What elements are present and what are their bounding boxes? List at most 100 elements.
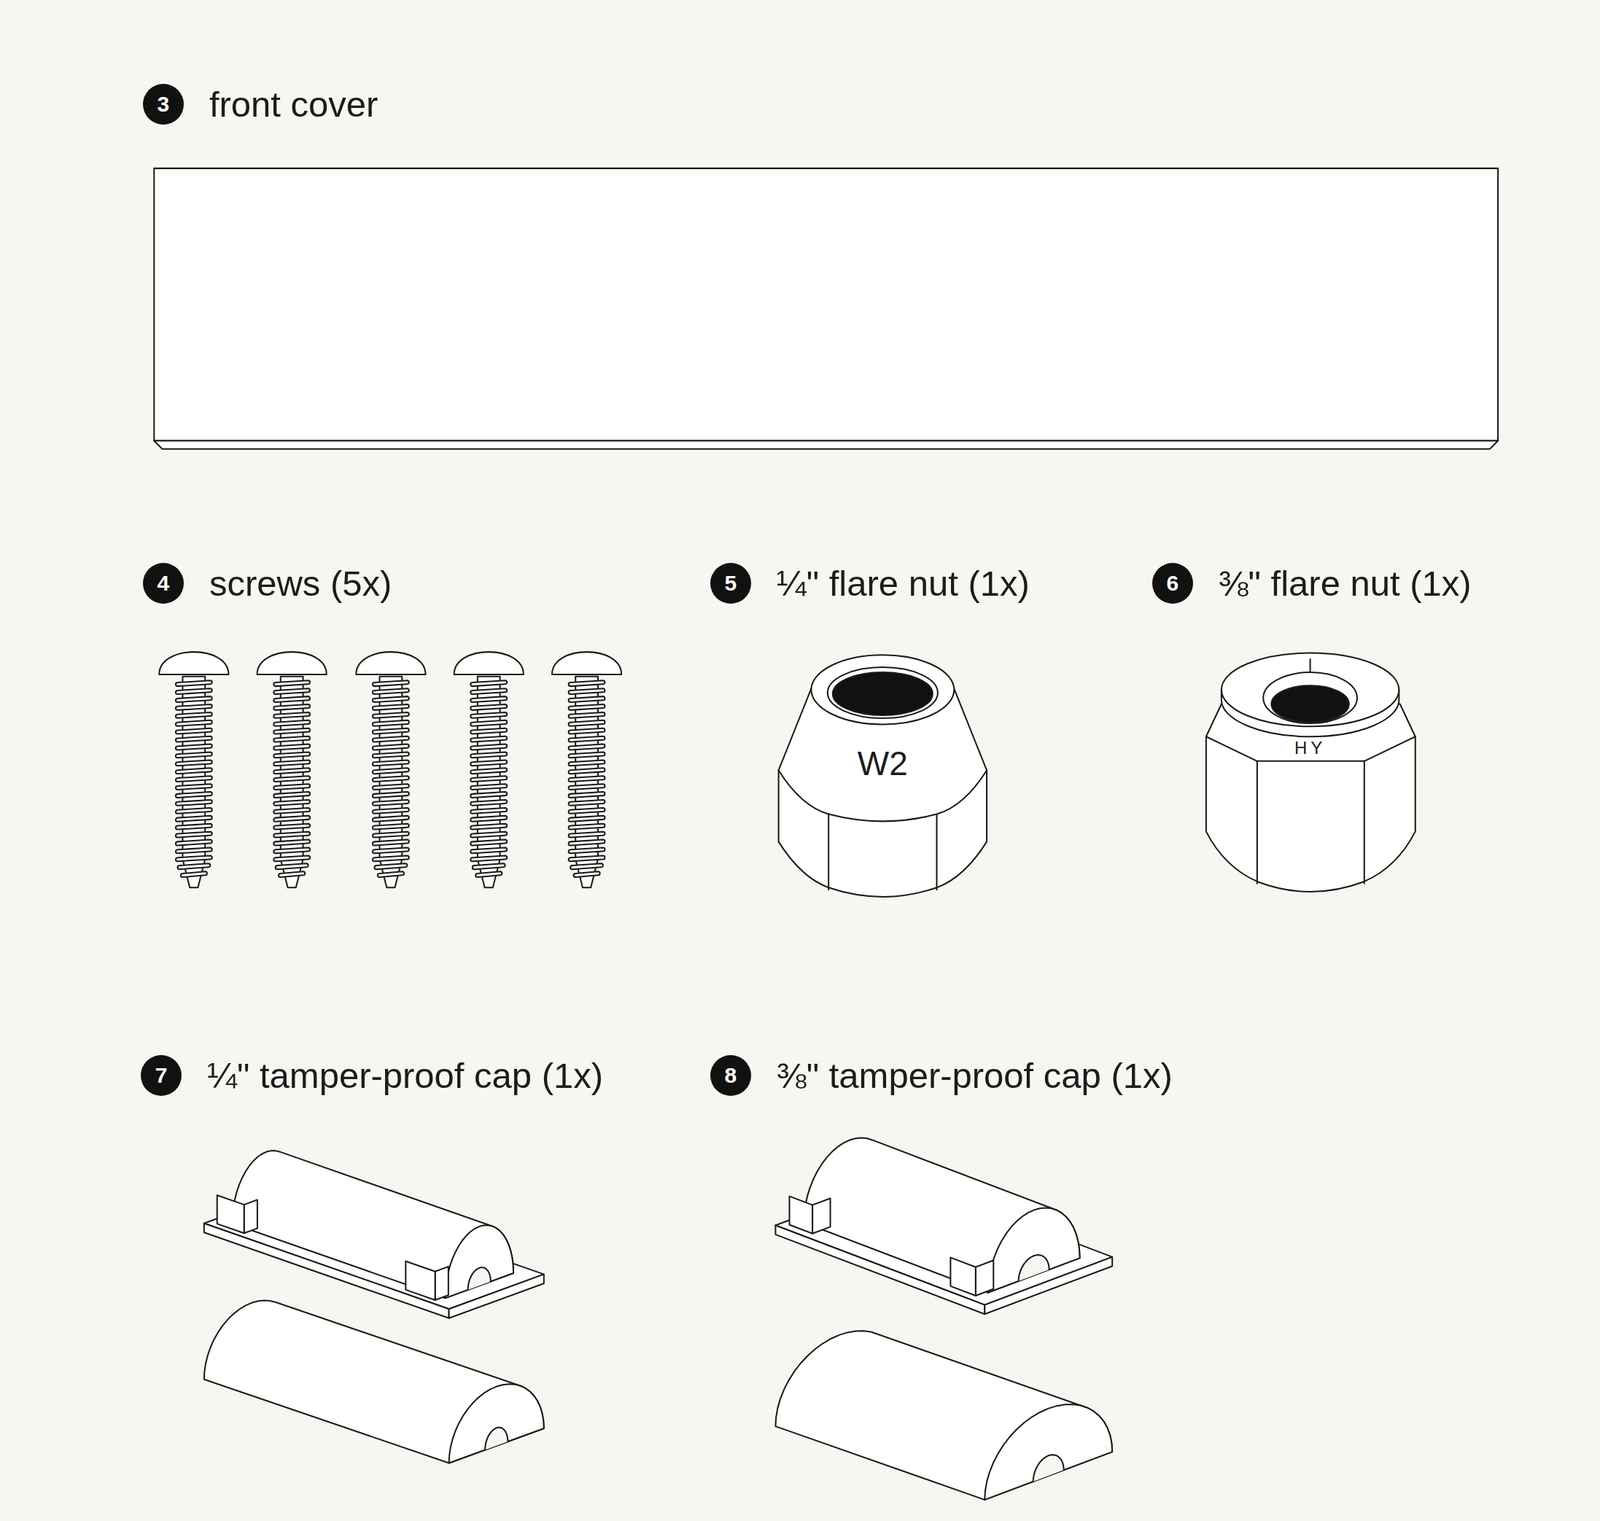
screw-thread (470, 680, 507, 687)
screw-thread (470, 824, 507, 830)
screw-thread (470, 855, 507, 862)
screw-thread (372, 696, 410, 703)
screw-thread (374, 863, 407, 870)
screw-thread (273, 688, 310, 695)
part-marking: W2 (857, 746, 908, 781)
callout-badge: 7 (140, 1055, 182, 1097)
screw-thread (372, 800, 410, 806)
screw (257, 651, 327, 888)
callout-circle (140, 1055, 182, 1097)
tamper-proof-cap-half (204, 1300, 545, 1463)
screw-thread (273, 808, 310, 814)
screw-thread (568, 720, 606, 727)
screw-thread (568, 832, 606, 838)
nut-top (810, 654, 954, 725)
screw-head (552, 651, 622, 675)
screw-thread (372, 728, 410, 735)
cap-tab (217, 1195, 245, 1234)
screw-thread (568, 791, 606, 798)
screw-thread (472, 863, 506, 870)
screw-thread (470, 712, 507, 719)
screw-thread (372, 840, 410, 846)
screw-thread (273, 744, 310, 751)
cap-tab (435, 1266, 449, 1301)
screw-thread (372, 824, 410, 830)
cap-notch (468, 1267, 491, 1291)
screw-thread (175, 688, 213, 695)
screw-thread (175, 783, 213, 790)
screw-thread (273, 728, 310, 735)
screw-thread (273, 712, 310, 719)
screw-thread (175, 816, 213, 822)
screw-thread (470, 759, 507, 766)
screw-thread (568, 855, 606, 862)
cap-body (204, 1300, 545, 1463)
screw-thread (372, 704, 410, 711)
screw-thread (470, 832, 507, 838)
screw-thread (372, 847, 410, 854)
screw-thread (273, 832, 310, 838)
cap-end-face (449, 1384, 545, 1463)
screw-thread (470, 688, 507, 695)
parts-group (153, 168, 1498, 1501)
screw-thread (568, 767, 606, 774)
screw-head (454, 651, 524, 675)
callout-circle (142, 562, 184, 604)
screw-thread (372, 752, 410, 759)
screw-thread (273, 855, 310, 862)
tamper-proof-cap-half (775, 1137, 1113, 1315)
screw-thread (377, 871, 405, 878)
cap-body (231, 1150, 514, 1299)
tamper-proof-cap-half (775, 1330, 1113, 1501)
screw-thread (273, 775, 310, 782)
screw-thread (372, 720, 410, 727)
screw-head (257, 651, 327, 675)
screw (552, 651, 622, 888)
screw-thread (180, 871, 208, 878)
callout-number: 3 (157, 93, 170, 116)
screw (454, 651, 524, 888)
screw-thread (568, 680, 606, 687)
screw-thread (273, 759, 310, 766)
screw-set (158, 651, 622, 888)
nut-ring (1263, 672, 1358, 724)
screw-thread (470, 728, 507, 735)
screw-thread (568, 712, 606, 719)
callout-number: 8 (724, 1064, 738, 1087)
screw-thread (175, 800, 213, 806)
screw-thread (175, 775, 213, 782)
part-name: ⅜" tamper-proof cap (1x) (776, 1055, 1173, 1097)
screw-thread (568, 744, 606, 751)
part-name: ¼" tamper-proof cap (1x) (207, 1055, 604, 1097)
screw-thread (568, 800, 606, 806)
part-name: front cover (209, 83, 378, 125)
cap-tab (405, 1261, 435, 1301)
screw-thread (273, 752, 310, 759)
cap-notch (484, 1427, 508, 1451)
screw-thread (372, 680, 410, 687)
cap-notch (1033, 1454, 1064, 1482)
screw-thread (273, 680, 310, 687)
callout-number: 7 (155, 1064, 168, 1087)
screw-thread (372, 688, 410, 695)
cap-notch (1018, 1255, 1050, 1282)
callout-circle (1152, 562, 1194, 604)
screw-thread (470, 847, 507, 854)
screw-thread (175, 808, 213, 814)
callout-heading: 6⅜" flare nut (1x) (1152, 562, 1472, 604)
part-name: screws (5x) (209, 562, 392, 604)
screw-thread (372, 767, 410, 774)
callout-heading: 3 front cover (142, 83, 378, 125)
screw-thread (568, 816, 606, 822)
screw-thread (568, 775, 606, 782)
front-cover-panel (153, 168, 1498, 450)
screw-thread (470, 791, 507, 798)
screw-thread (470, 816, 507, 822)
cap-body (775, 1330, 1113, 1501)
screw-thread (568, 704, 606, 711)
nut-top (1221, 653, 1399, 728)
screw-thread (573, 871, 600, 878)
screw-thread (568, 759, 606, 766)
nut-tick (1309, 659, 1312, 672)
